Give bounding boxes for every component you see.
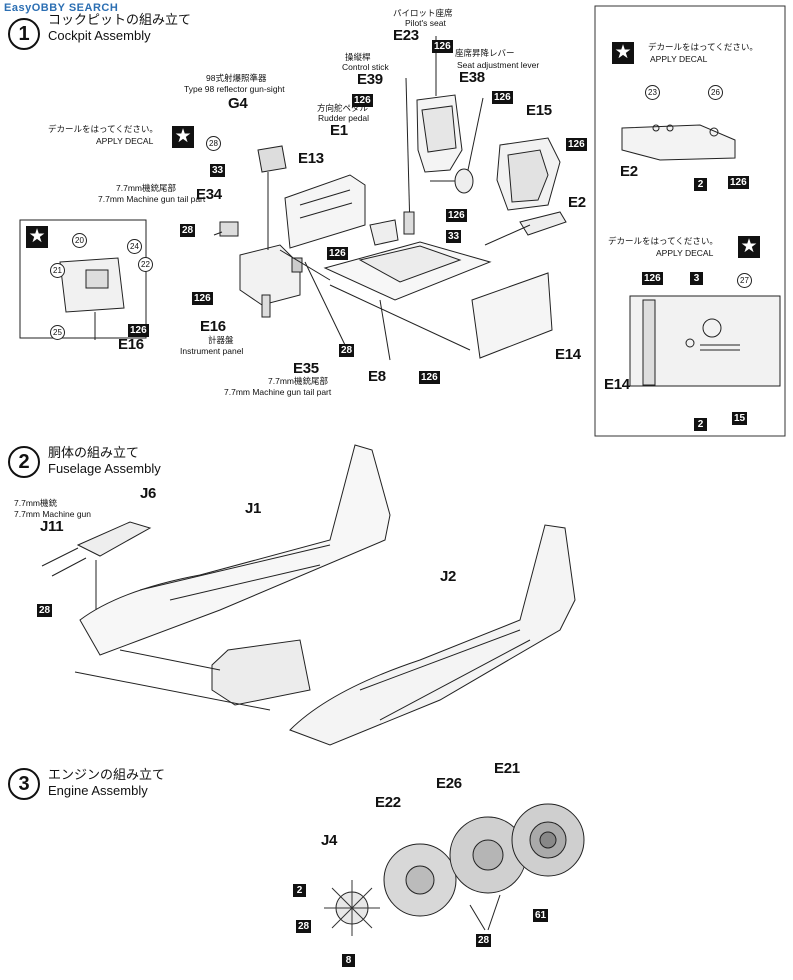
paint-126: 126 xyxy=(352,94,373,107)
paint-2: 2 xyxy=(694,414,707,432)
step2-title-en: Fuselage Assembly xyxy=(48,461,161,476)
part-j11: J11 xyxy=(40,518,64,535)
decal2-label-en: APPLY DECAL xyxy=(656,248,714,258)
decal-num-23: 23 xyxy=(645,82,660,100)
part-j2: J2 xyxy=(440,568,457,585)
step3-number: 3 xyxy=(8,768,40,800)
gunsight-label-jp: 98式射爆照準器 xyxy=(206,73,267,83)
paint-61: 61 xyxy=(533,909,549,922)
paint-126: 126 xyxy=(432,40,453,53)
paint-126: 126 xyxy=(192,292,213,305)
paint-2: 2 xyxy=(293,880,306,898)
part-j1: J1 xyxy=(245,500,262,517)
mg-tail2-label-jp: 7.7mm機銃尾部 xyxy=(268,376,328,386)
paint-126: 126 xyxy=(446,209,467,222)
mg-tail-label-jp: 7.7mm機銃尾部 xyxy=(116,183,176,193)
decal-num-22: 22 xyxy=(138,254,153,272)
rudder-label-jp: 方向舵ペダル xyxy=(317,103,369,113)
step1-number: 1 xyxy=(8,18,40,50)
pilot-seat-label-en: Pilot's seat xyxy=(405,18,446,28)
part-e1: E1 xyxy=(330,122,348,139)
paint-28: 28 xyxy=(339,344,355,357)
mg-label-jp: 7.7mm機銃 xyxy=(14,498,57,508)
instrument-label-en: Instrument panel xyxy=(180,346,244,356)
instrument-label-jp: 計器盤 xyxy=(208,335,234,345)
paint-33: 33 xyxy=(210,164,226,177)
star-icon: ★ xyxy=(738,236,760,258)
star-icon: ★ xyxy=(612,42,634,64)
decal-num-25: 25 xyxy=(50,322,65,340)
paint-28: 28 xyxy=(180,224,196,237)
decal1-label-jp: デカールをはってください。 xyxy=(648,42,758,52)
part-e13: E13 xyxy=(298,150,324,167)
step2-title-jp: 胴体の組み立て xyxy=(48,445,140,460)
decal-num-20: 20 xyxy=(72,230,87,248)
part-e38: E38 xyxy=(459,69,485,86)
part-e2-panel: E2 xyxy=(620,163,638,180)
pilot-seat-label-jp: パイロット座席 xyxy=(393,8,453,18)
seat-adj-label-en: Seat adjustment lever xyxy=(457,60,540,70)
star-icon: ★ xyxy=(26,226,48,248)
paint-126: 126 xyxy=(327,247,348,260)
decal1-label-en: APPLY DECAL xyxy=(650,54,708,64)
part-e23: E23 xyxy=(393,27,419,44)
mg-tail2-label-en: 7.7mm Machine gun tail part xyxy=(224,387,332,397)
decal-label-en: APPLY DECAL xyxy=(96,136,154,146)
step1-title-jp: コックピットの組み立て xyxy=(48,12,192,27)
control-stick-label-en: Control stick xyxy=(342,62,389,72)
star-icon: ★ xyxy=(172,126,194,148)
paint-28: 28 xyxy=(296,920,312,933)
paint-126: 126 xyxy=(419,371,440,384)
part-j6: J6 xyxy=(140,485,157,502)
watermark-text: EasyOBBY SEARCH xyxy=(4,2,119,14)
step2-number: 2 xyxy=(8,446,40,478)
part-e34: E34 xyxy=(196,186,222,203)
decal-num-24: 24 xyxy=(127,236,142,254)
part-e22: E22 xyxy=(375,794,401,811)
part-e26: E26 xyxy=(436,775,462,792)
part-e8: E8 xyxy=(368,368,386,385)
paint-33: 33 xyxy=(446,230,462,243)
rudder-label-en: Rudder pedal xyxy=(318,113,370,123)
decal-num-21: 21 xyxy=(50,260,65,278)
part-e35: E35 xyxy=(293,360,319,377)
decal-num-28: 28 xyxy=(206,133,221,151)
step3-title-en: Engine Assembly xyxy=(48,783,148,798)
part-e21: E21 xyxy=(494,760,520,777)
decal-num-26: 26 xyxy=(708,82,723,100)
part-e16: E16 xyxy=(200,318,226,335)
paint-3: 3 xyxy=(690,268,703,286)
paint-126: 126 xyxy=(642,272,663,285)
paint-126: 126 xyxy=(728,176,749,189)
part-g4: G4 xyxy=(228,95,248,112)
part-e14: E14 xyxy=(555,346,581,363)
part-e15: E15 xyxy=(526,102,552,119)
part-e2: E2 xyxy=(568,194,586,211)
paint-28: 28 xyxy=(37,604,53,617)
part-e16-inset: E16 xyxy=(118,336,144,353)
paint-126: 126 xyxy=(492,91,513,104)
gunsight-label-en: Type 98 reflector gun-sight xyxy=(184,84,285,94)
part-e14-panel: E14 xyxy=(604,376,630,393)
step3-title-jp: エンジンの組み立て xyxy=(48,767,166,782)
paint-8: 8 xyxy=(342,950,355,968)
decal2-label-jp: デカールをはってください。 xyxy=(608,236,718,246)
mg-tail-label-en: 7.7mm Machine gun tail part xyxy=(98,194,206,204)
step1-title-en: Cockpit Assembly xyxy=(48,28,151,43)
paint-126: 126 xyxy=(566,138,587,151)
part-e39: E39 xyxy=(357,71,383,88)
paint-2: 2 xyxy=(694,174,707,192)
decal-label-jp: デカールをはってください。 xyxy=(48,124,158,134)
decal-num-27: 27 xyxy=(737,270,752,288)
part-j4: J4 xyxy=(321,832,338,849)
control-stick-label-jp: 操縦桿 xyxy=(345,52,371,62)
mg-label-en: 7.7mm Machine gun xyxy=(14,509,92,519)
paint-28: 28 xyxy=(476,934,492,947)
paint-126: 126 xyxy=(128,324,149,337)
seat-adj-label-jp: 座席昇降レバー xyxy=(455,48,515,58)
paint-15: 15 xyxy=(732,412,748,425)
